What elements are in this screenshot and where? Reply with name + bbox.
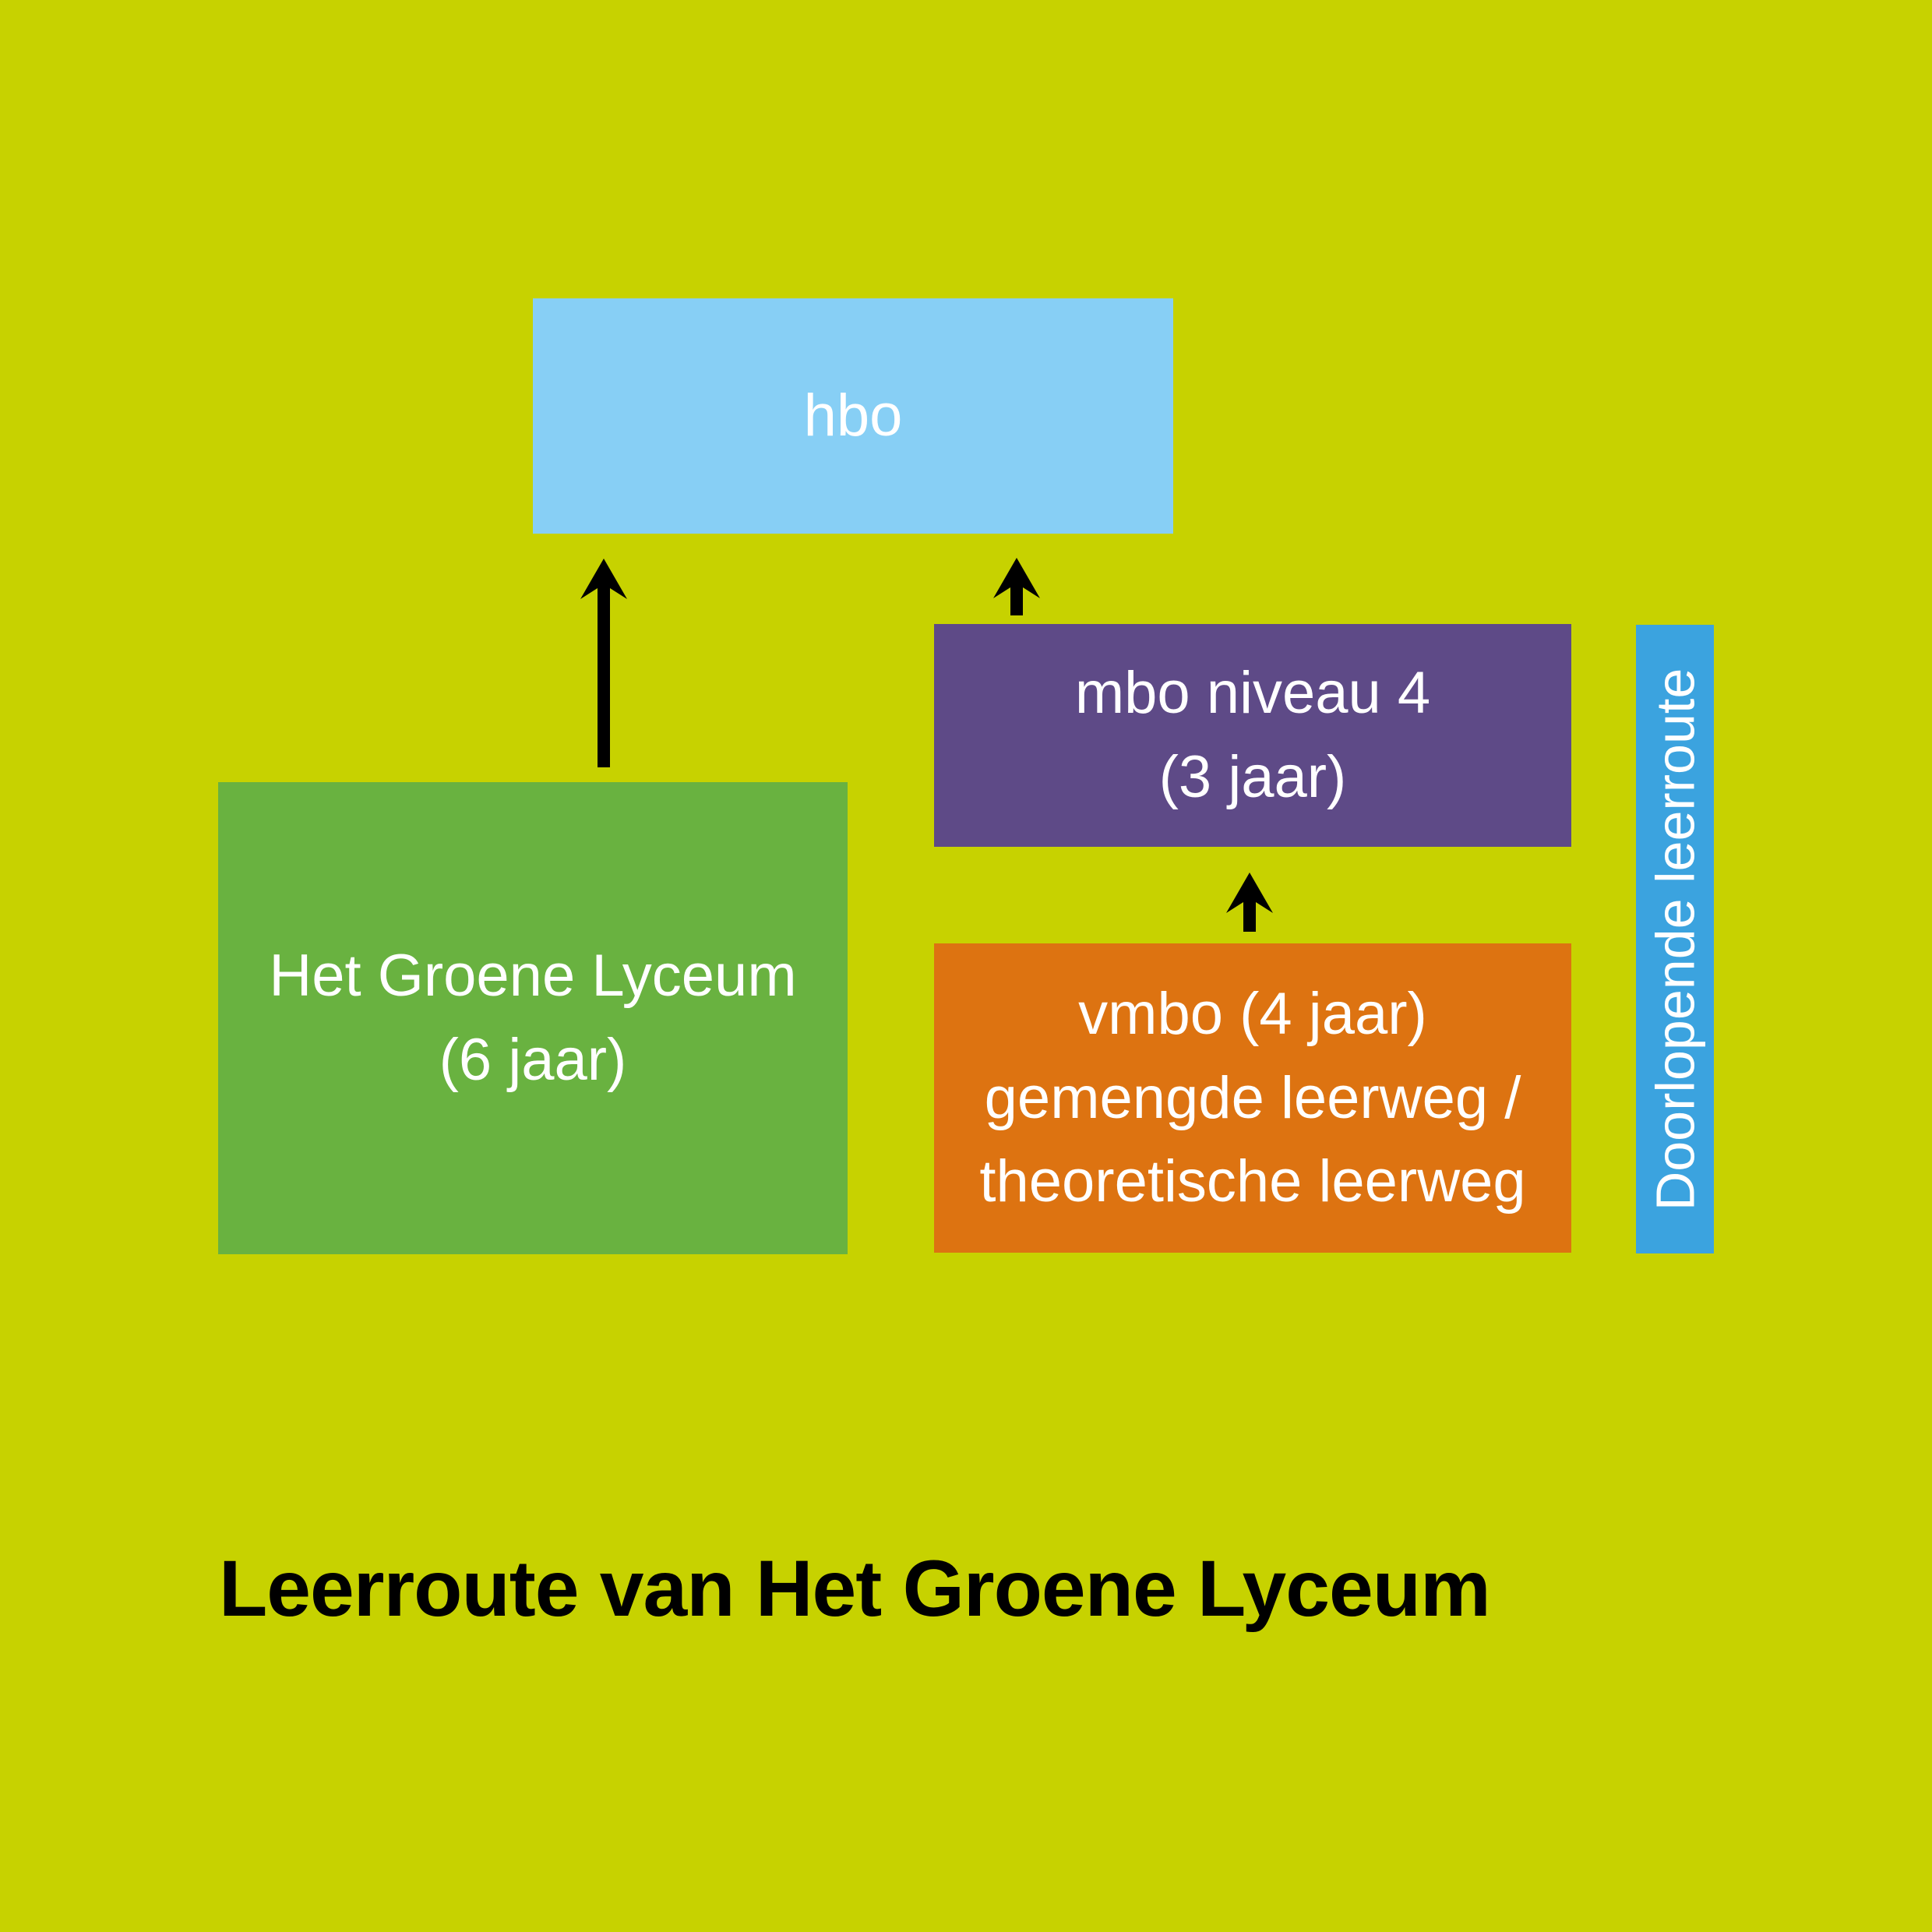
up-arrow-mbo-to-hbo-icon: [993, 558, 1040, 615]
node-vmbo-label-line1: vmbo (4 jaar): [1078, 980, 1427, 1047]
node-het-groene-lyceum-label-line1: Het Groene Lyceum: [269, 943, 797, 1010]
node-vmbo: vmbo (4 jaar) gemengde leerweg / theoret…: [934, 943, 1571, 1253]
up-arrow-hgl-to-hbo-icon: [580, 559, 627, 767]
node-hbo: hbo: [533, 298, 1173, 534]
node-mbo-niveau-4: mbo niveau 4 (3 jaar): [934, 624, 1571, 847]
node-mbo-niveau-4-label-line1: mbo niveau 4: [1074, 660, 1431, 727]
figure-title: Leerroute van Het Groene Lyceum: [219, 1544, 1491, 1633]
node-vmbo-label-line2: gemengde leerweg /: [984, 1064, 1521, 1131]
node-hbo-label: hbo: [803, 383, 903, 450]
node-het-groene-lyceum-label-line2: (6 jaar): [439, 1027, 627, 1093]
node-het-groene-lyceum: Het Groene Lyceum (6 jaar): [218, 782, 848, 1254]
node-mbo-niveau-4-label-line2: (3 jaar): [1158, 744, 1347, 810]
sidebar-doorlopende-leerroute: Doorlopende leerroute: [1636, 625, 1714, 1253]
sidebar-doorlopende-leerroute-label: Doorlopende leerroute: [1645, 668, 1705, 1211]
node-vmbo-label-line3: theoretische leerweg: [979, 1148, 1526, 1215]
up-arrow-vmbo-to-mbo-icon: [1226, 873, 1273, 932]
